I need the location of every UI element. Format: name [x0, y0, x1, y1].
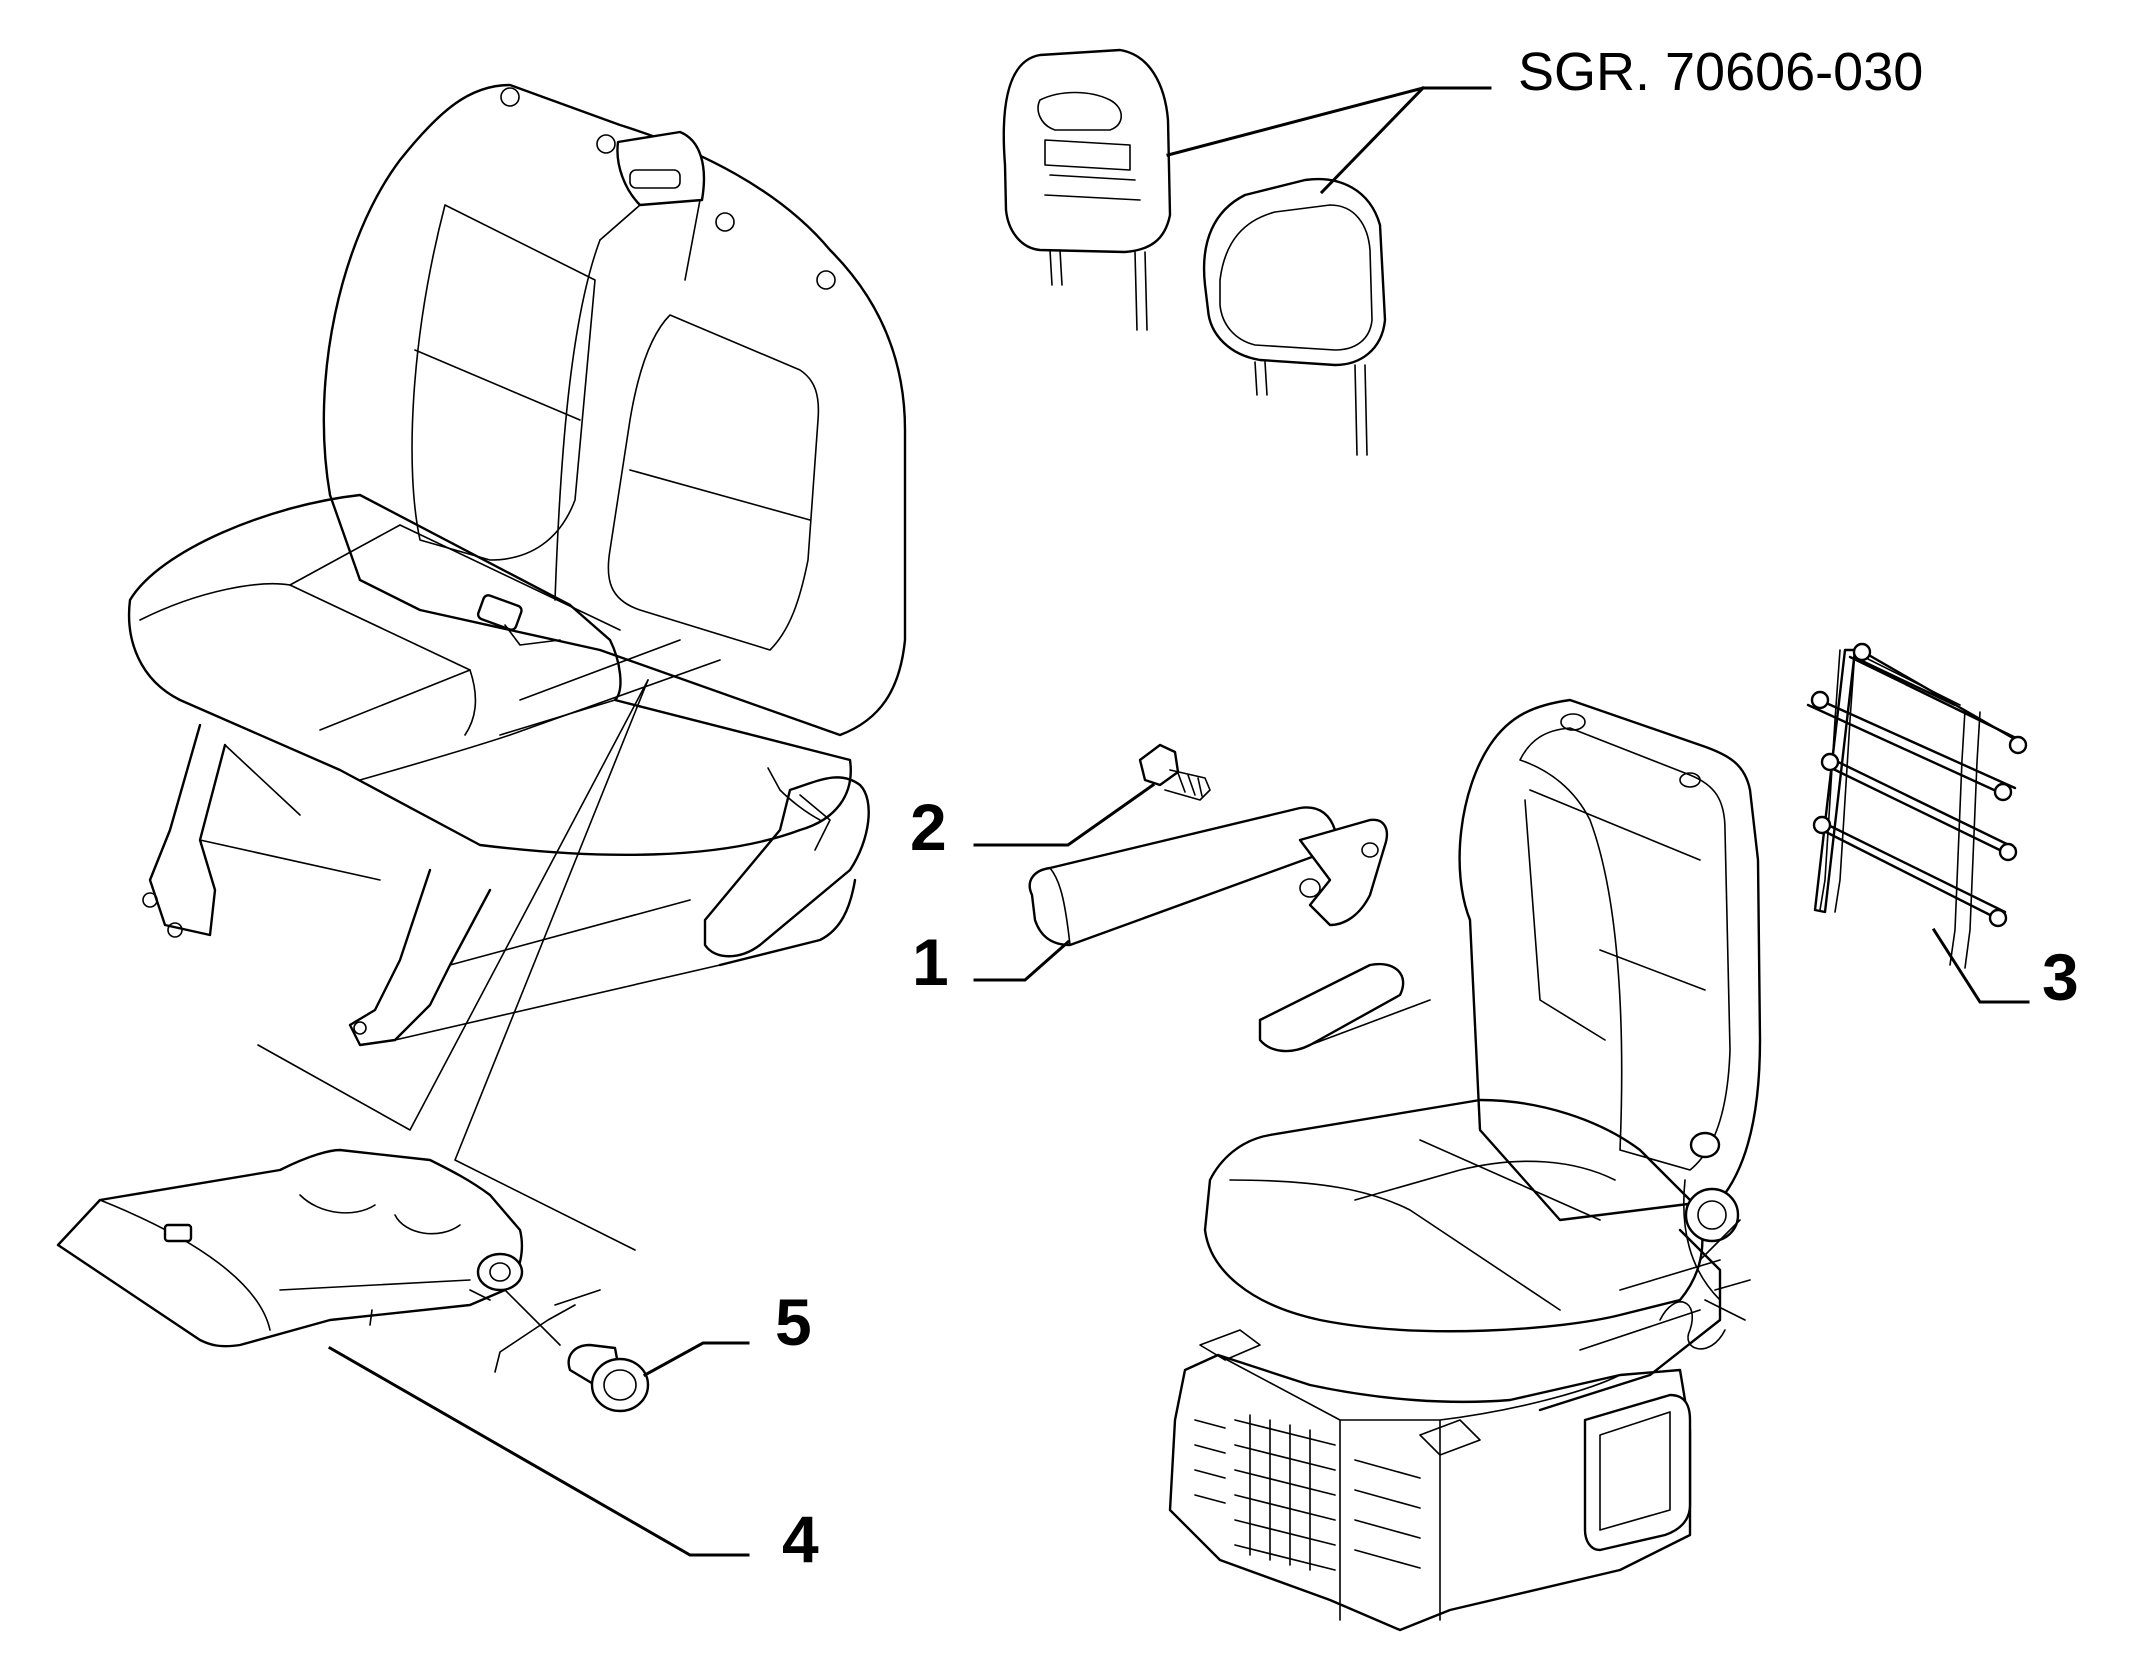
leader-5: [642, 1341, 750, 1378]
callout-5: 5: [775, 1285, 812, 1359]
seat-base-grille: [1194, 1414, 1421, 1571]
plug-part-5: [494, 1289, 650, 1413]
reference-label: SGR. 70606-030: [1518, 42, 1923, 102]
armrest-part-1: [973, 806, 1389, 982]
callout-1: 1: [912, 925, 949, 999]
headrests: [1002, 48, 1492, 456]
lumbar-frame-part-3: [1806, 642, 2030, 1004]
callout-3: 3: [2042, 940, 2079, 1014]
leader-4: [327, 1345, 750, 1557]
callout-4: 4: [782, 1502, 819, 1576]
callout-2: 2: [910, 790, 947, 864]
storage-tray-part-4: [56, 1148, 524, 1348]
bolt-part-2: [973, 743, 1211, 847]
bench-seat: [127, 83, 907, 1047]
bench-to-tray-leaders: [257, 679, 649, 1251]
driver-seat: [1168, 698, 1762, 1632]
